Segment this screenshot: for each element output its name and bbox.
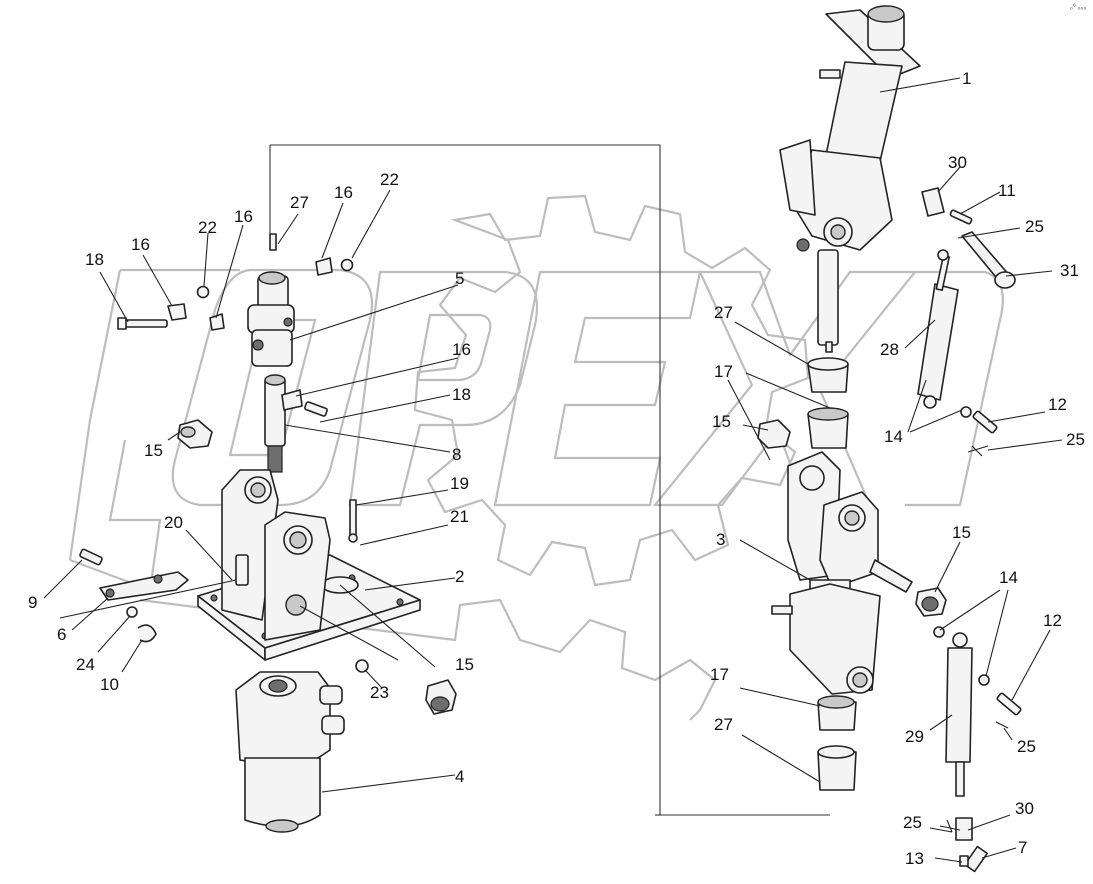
part-1-column-housing [779, 5, 921, 346]
label-16a: 16 [131, 235, 150, 254]
label-27c: 27 [714, 715, 733, 734]
label-21: 21 [450, 507, 469, 526]
part-8-shaft [264, 374, 286, 473]
label-15c: 15 [712, 412, 731, 431]
label-12b: 12 [1043, 611, 1062, 630]
label-18a: 18 [85, 250, 104, 269]
label-30a: 30 [948, 153, 967, 172]
label-6: 6 [57, 625, 66, 644]
watermark-gear [139, 194, 810, 721]
small-parts-right [921, 187, 1022, 873]
label-12a: 12 [1048, 395, 1067, 414]
label-14b: 14 [999, 568, 1018, 587]
label-8: 8 [452, 445, 461, 464]
part-28-gas-strut [917, 249, 959, 409]
label-3: 3 [716, 530, 725, 549]
label-15a: 15 [144, 441, 163, 460]
label-4: 4 [455, 767, 464, 786]
label-13: 13 [905, 849, 924, 868]
label-15d: 15 [952, 523, 971, 542]
label-16b: 16 [234, 207, 253, 226]
part-21-bracket [235, 511, 331, 641]
label-15b: 15 [455, 655, 474, 674]
label-29: 29 [905, 727, 924, 746]
label-24: 24 [76, 655, 95, 674]
part-27-bushing-lower [817, 745, 857, 791]
label-18b: 18 [452, 385, 471, 404]
label-27a: 27 [290, 193, 309, 212]
part-4-hydraulic-unit [235, 671, 345, 833]
leader-lines [43, 77, 1063, 863]
label-23: 23 [370, 683, 389, 702]
part-17-bearing-upper [807, 407, 849, 449]
assembly-frame [269, 144, 830, 816]
label-31: 31 [1060, 261, 1079, 280]
label-16c: 16 [334, 183, 353, 202]
label-2: 2 [455, 567, 464, 586]
label-25d: 25 [903, 813, 922, 832]
small-parts-left [79, 548, 369, 673]
label-16d: 16 [452, 340, 471, 359]
part-17-bearing-lower [817, 695, 857, 731]
part-27-bushing-upper [807, 341, 849, 393]
label-28: 28 [880, 340, 899, 359]
label-20: 20 [164, 513, 183, 532]
label-25c: 25 [1017, 737, 1036, 756]
label-14a: 14 [884, 427, 903, 446]
label-9: 9 [28, 593, 37, 612]
label-30b: 30 [1015, 799, 1034, 818]
part-29-gas-strut [945, 632, 973, 797]
label-22b: 22 [380, 170, 399, 189]
label-1: 1 [962, 69, 971, 88]
label-19: 19 [450, 474, 469, 493]
label-22a: 22 [198, 218, 217, 237]
label-17b: 17 [710, 665, 729, 684]
part-5-universal-joint [247, 271, 295, 367]
watermark-letters [68, 268, 1004, 592]
label-5: 5 [455, 269, 464, 288]
label-10: 10 [100, 675, 119, 694]
label-25b: 25 [1066, 430, 1085, 449]
fasteners-left [117, 233, 358, 543]
callout-labels: 1 2 3 4 5 6 7 8 9 10 11 12 12 13 14 14 1… [28, 3, 1086, 868]
corner-mark: ₀⁰ ₀₀₀ [1070, 3, 1086, 11]
part-15-plugs [177, 419, 947, 715]
label-7: 7 [1018, 838, 1027, 857]
label-25a: 25 [1025, 217, 1044, 236]
label-17a: 17 [714, 362, 733, 381]
label-27b: 27 [714, 303, 733, 322]
label-11: 11 [998, 181, 1016, 200]
part-3-bracket-assembly [771, 451, 913, 695]
